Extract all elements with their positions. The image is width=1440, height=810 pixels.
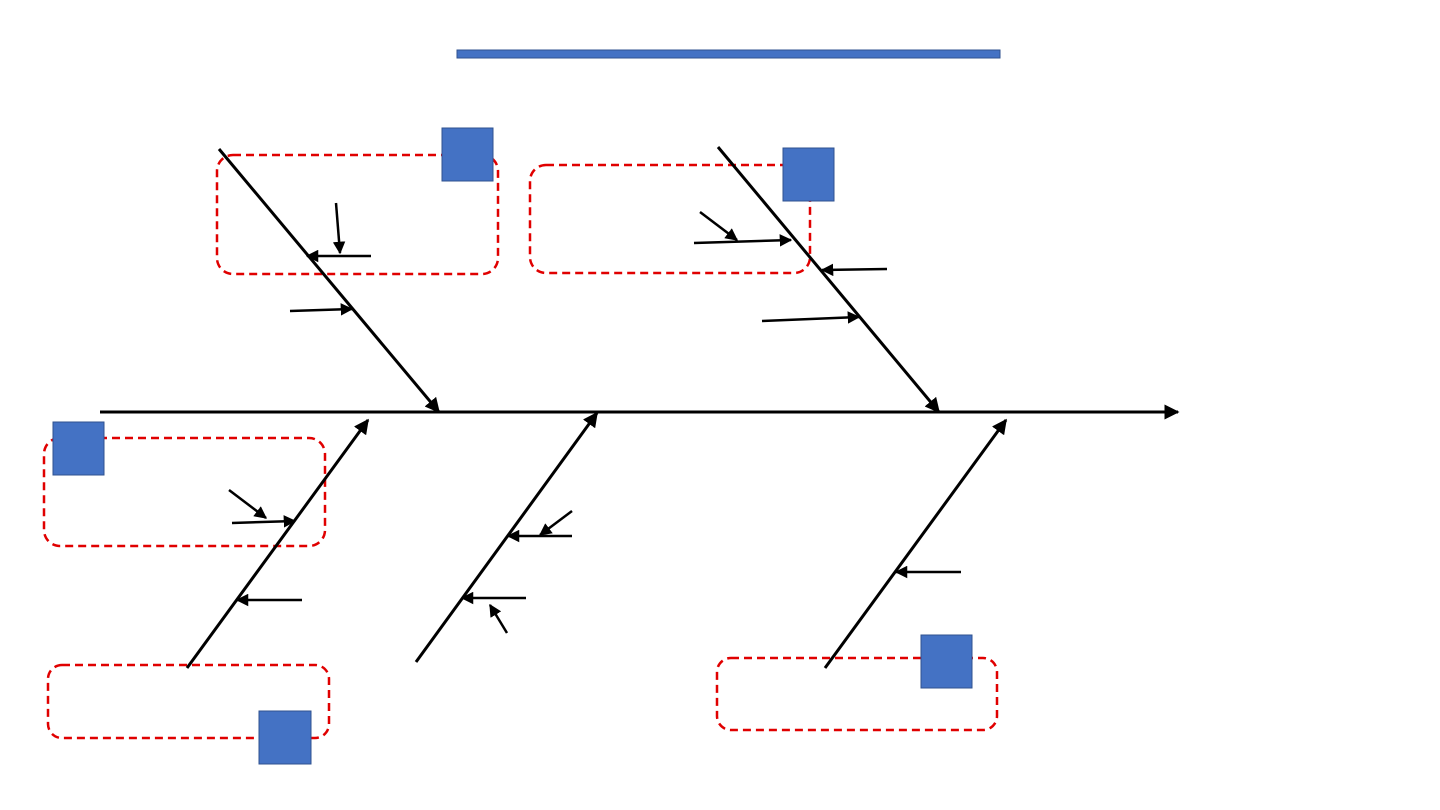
cause-arrow-tr-3 xyxy=(761,311,861,324)
group-outline-top-middle[interactable] xyxy=(528,163,812,275)
bone-top-left xyxy=(217,148,441,414)
group-outline-top-left[interactable] xyxy=(215,153,500,276)
bone-bottom-left xyxy=(185,418,370,669)
cause-arrow-bl-1 xyxy=(231,515,297,528)
group-outline-bottom-left-lower[interactable] xyxy=(46,663,331,740)
bone-bottom-middle xyxy=(414,411,599,663)
sub-cause-arrow-tl-1 xyxy=(332,202,346,255)
title-bar[interactable] xyxy=(456,49,1001,59)
major-bones xyxy=(185,146,1008,669)
category-box-left[interactable] xyxy=(52,421,105,476)
category-box-top-right[interactable] xyxy=(782,147,835,202)
sub-cause-arrow-bl-1 xyxy=(228,489,267,519)
category-box-bottom-right[interactable] xyxy=(920,634,973,689)
minor-arrows xyxy=(228,202,961,634)
category-boxes xyxy=(52,127,973,765)
cause-arrow-tl-2 xyxy=(289,303,354,316)
sub-cause-arrow-bm-2 xyxy=(488,603,509,634)
sub-cause-arrow-bm-1 xyxy=(539,510,573,536)
sub-cause-arrow-tr-1 xyxy=(699,211,738,241)
cause-arrow-tr-2 xyxy=(820,263,888,277)
bone-top-right xyxy=(716,146,941,414)
bone-bottom-right xyxy=(823,418,1008,669)
group-outline-bottom-left-upper[interactable] xyxy=(42,436,327,548)
cause-arrow-tr-1 xyxy=(693,234,793,247)
group-outlines xyxy=(42,153,999,740)
category-box-bottom-left[interactable] xyxy=(258,710,312,765)
category-box-top-left[interactable] xyxy=(441,127,494,182)
